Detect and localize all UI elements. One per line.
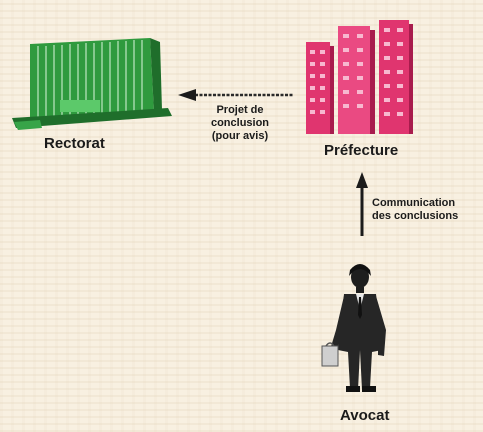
edge-label-line: Communication xyxy=(372,197,456,209)
node-label-avocat: Avocat xyxy=(340,407,390,424)
edge-label-line: (pour avis) xyxy=(211,130,269,142)
office-towers-icon xyxy=(306,20,413,134)
edge-label-line: des conclusions xyxy=(372,210,459,222)
arrow-avocat-to-prefecture xyxy=(356,172,368,236)
edge-label-communication-des-conclusions: Communication des conclusions xyxy=(372,197,458,223)
edge-label-line: conclusion xyxy=(210,117,270,129)
edge-label-projet-de-conclusion: Projet de conclusion (pour avis) xyxy=(190,104,290,143)
edge-label-line: Projet de xyxy=(216,104,264,116)
node-label-rectorat: Rectorat xyxy=(44,135,105,152)
government-building-icon xyxy=(12,38,172,130)
node-label-prefecture: Préfecture xyxy=(324,142,399,159)
lawyer-with-briefcase-icon xyxy=(321,264,386,392)
arrow-prefecture-to-rectorat xyxy=(178,89,294,101)
